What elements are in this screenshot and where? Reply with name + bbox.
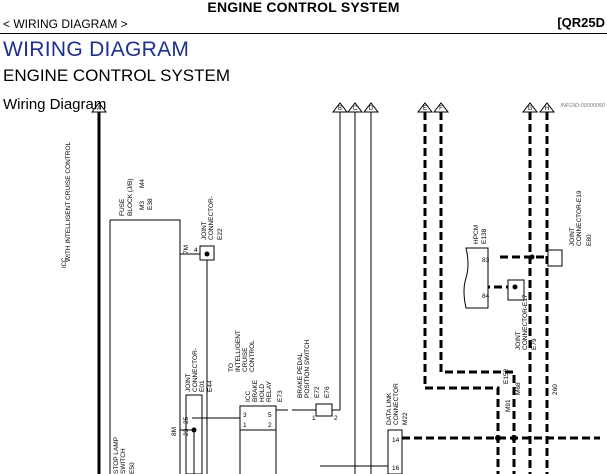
system-heading: ENGINE CONTROL SYSTEM	[3, 66, 231, 85]
info-id: INFOID:00000050	[560, 103, 605, 109]
pin-label: 1	[312, 415, 316, 422]
pin-label: 1	[243, 422, 247, 429]
dlc-conn: M22	[402, 412, 409, 425]
pin-label: 14	[392, 437, 400, 444]
jc-e22-conn: E22	[217, 228, 224, 240]
pin-label: 3	[243, 412, 247, 419]
jc-e22-label: JOINT	[201, 221, 208, 240]
pin-label: 260	[552, 384, 559, 395]
icc-out-label: CRUISE	[242, 347, 249, 372]
icc-out-label: CONTROL	[249, 340, 256, 372]
pin-label: 84	[482, 293, 490, 300]
model-code: [QR25D	[557, 15, 605, 30]
pin-label: 2	[334, 415, 338, 422]
jc-e17-conn: E79	[531, 338, 538, 350]
jc-e22-label: CONNECTOR-	[208, 196, 215, 240]
relay-conn: E73	[277, 390, 284, 402]
pin-label: 23	[183, 428, 190, 436]
relay-label: ICC	[245, 391, 252, 403]
pin-label: 4	[194, 247, 198, 254]
jc-e17-label: JOINT	[515, 331, 522, 350]
pin-label: 2	[268, 422, 272, 429]
fuse-block-label: BLOCK (J/B)	[127, 178, 134, 216]
section-heading: WIRING DIAGRAM	[3, 38, 190, 61]
brake-switch-conn: E72	[314, 386, 321, 398]
ref-label: D	[369, 106, 374, 112]
relay-label: HOLD	[259, 384, 266, 402]
brake-switch-conn: E76	[324, 386, 331, 398]
pin-label: 83	[482, 257, 490, 264]
ref-label: A	[97, 106, 101, 112]
stop-lamp-label: STOP LAMP	[113, 437, 120, 474]
jc-e01-label: CONNECTOR-	[192, 348, 199, 392]
harness-conn: M68	[515, 382, 522, 395]
subsection-heading: Wiring Diagram	[3, 96, 107, 113]
ref-label: B	[338, 106, 342, 112]
pin-label: 7M	[183, 245, 190, 254]
pin-label: 25	[183, 416, 190, 424]
stop-lamp-label: SWITCH	[120, 448, 127, 474]
breadcrumb[interactable]: < WIRING DIAGRAM >	[3, 17, 128, 31]
fuse-block-conn: E38	[147, 198, 154, 210]
brake-switch-label: POSITION SWITCH	[304, 339, 311, 398]
fuse-block-conn: M4	[139, 179, 146, 188]
icc-out-label: INTELLIGENT	[235, 330, 242, 372]
icc-out-label: TO	[228, 363, 235, 372]
jc-e01-conn: E44	[207, 380, 214, 392]
harness-conn: E152	[503, 368, 510, 384]
jc-e17-label: CONNECTOR-E17	[522, 294, 529, 350]
hpcm-label: HPCM	[473, 225, 480, 244]
ref-label: E	[423, 106, 427, 112]
relay-label: RELAY	[266, 381, 273, 402]
pin-label: 16	[392, 465, 400, 472]
brake-switch-label: BRAKE PEDAL	[297, 352, 304, 398]
pin-label: 8M	[171, 427, 178, 436]
hpcm-conn: E138	[481, 228, 488, 244]
icc-note: WITH INTELLIGENT CRUISE CONTROL	[65, 141, 72, 262]
fuse-block-label: FUSE	[119, 198, 126, 216]
jc-e01-label: JOINT	[185, 373, 192, 392]
relay-label: BRAKE	[252, 379, 259, 402]
jc-e01-label: E01	[199, 380, 206, 392]
dlc-label: DATA LINK	[386, 392, 393, 425]
jc-e19-label: CONNECTOR-E19	[576, 190, 583, 246]
jc-e19-label: JOINT	[569, 227, 576, 246]
dlc-label: CONNECTOR	[393, 383, 400, 425]
ref-label: C	[353, 106, 358, 112]
harness-conn: M91	[505, 399, 512, 412]
page-header-title: ENGINE CONTROL SYSTEM	[207, 0, 400, 15]
jc-e19-conn: E80	[586, 234, 593, 246]
ref-label: H	[545, 106, 549, 112]
pin-label: 5	[268, 412, 272, 419]
fuse-block-conn: M3	[139, 201, 146, 210]
stop-lamp-conn: E50	[129, 462, 136, 474]
ref-label: G	[528, 106, 533, 112]
ref-label: F	[439, 106, 443, 112]
icc-tag: ICC	[62, 257, 68, 268]
header-divider	[0, 33, 607, 34]
